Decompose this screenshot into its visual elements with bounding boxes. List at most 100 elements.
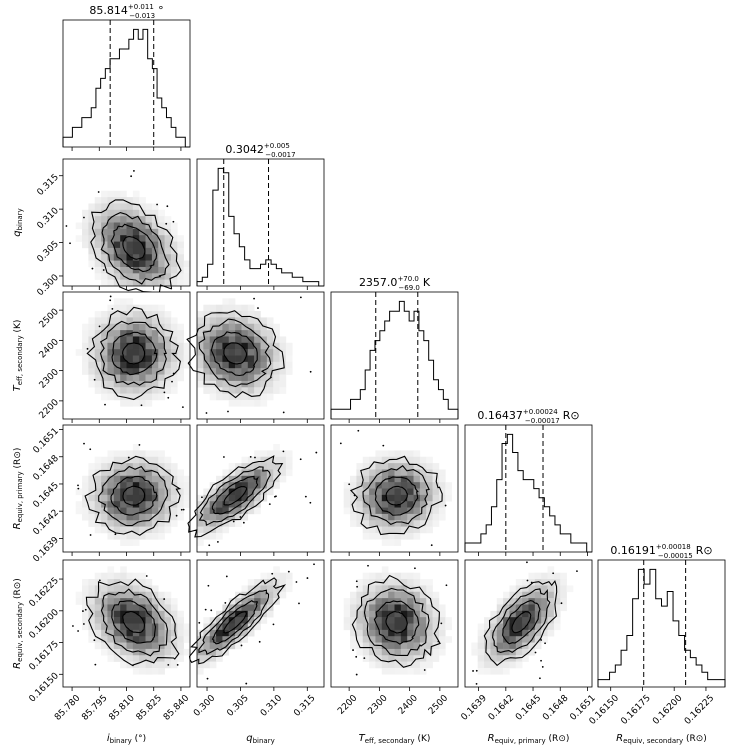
density-cell [170, 336, 178, 344]
density-cell [120, 279, 127, 287]
density-cell [222, 507, 230, 515]
density-cell [216, 311, 223, 318]
density-cell [279, 475, 287, 483]
density-cell [496, 629, 504, 637]
density-cell [254, 311, 261, 318]
density-cell [400, 629, 408, 637]
density-cell [235, 361, 242, 369]
density-cell [503, 617, 510, 624]
density-cell [509, 598, 517, 605]
density-cell [394, 482, 402, 489]
y-tick-label: 0.300 [36, 273, 61, 298]
density-cell [350, 636, 357, 643]
density-cell [400, 636, 408, 643]
density-cell [145, 494, 153, 502]
density-cell [534, 629, 542, 637]
density-cell [183, 494, 191, 502]
density-cell [413, 598, 421, 605]
density-cell [139, 655, 146, 662]
contour-level-4 [85, 578, 180, 666]
density-cell [350, 501, 357, 508]
y-tick-label: 0.1651 [32, 426, 61, 455]
density-cell [247, 330, 255, 337]
density-cell [170, 235, 178, 242]
sample-point [275, 495, 277, 498]
density-cell [534, 591, 542, 599]
density-cell [266, 317, 274, 325]
density-cell [113, 228, 121, 236]
density-cell [266, 456, 274, 464]
density-cell [145, 513, 153, 521]
density-cell [247, 323, 255, 331]
density-cell [394, 655, 402, 662]
x-label-q_binary: qbinary [246, 733, 275, 745]
density-cell [419, 501, 427, 508]
density-cell [113, 387, 121, 394]
density-cell [88, 254, 96, 261]
density-cell [426, 463, 433, 470]
density-cell [369, 610, 376, 618]
density-cell [490, 648, 498, 656]
density-cell [388, 507, 395, 515]
density-cell [426, 661, 433, 669]
density-cell [388, 532, 395, 540]
density-cell [113, 355, 121, 363]
density-cell [400, 450, 408, 458]
x-axis-i_binary [71, 286, 182, 290]
contour-level-2 [210, 331, 258, 377]
density-cell [107, 342, 115, 350]
density-cell [126, 203, 134, 211]
density-cell [132, 374, 140, 382]
density-cell [432, 623, 440, 631]
density-cell [216, 393, 223, 401]
density-cell [388, 513, 395, 521]
density-cell [547, 604, 555, 612]
density-cell [164, 260, 172, 268]
density-cell [158, 629, 165, 637]
density-cell [145, 273, 153, 280]
density-cell [343, 482, 351, 489]
density-cell [82, 209, 89, 217]
density-cell [177, 355, 184, 363]
density-cell [522, 598, 529, 605]
density-cell [515, 585, 523, 593]
density-cell [94, 475, 102, 483]
density-cell [82, 591, 89, 599]
density-cell [247, 623, 255, 631]
panel-frame [330, 424, 459, 553]
density-cell [164, 368, 172, 375]
density-cell [107, 380, 115, 388]
density-cell [381, 655, 389, 662]
hist-frame [464, 424, 593, 553]
y-label-q_binary: qbinary [12, 208, 24, 237]
density-cell [228, 330, 236, 337]
density-cell [94, 209, 102, 217]
density-cell [438, 610, 446, 618]
density-cell [132, 190, 140, 198]
density-cell [241, 617, 249, 624]
density-cell [120, 247, 127, 255]
density-cell [356, 520, 364, 527]
density-cell [151, 661, 159, 669]
density-cell [432, 469, 440, 477]
density-cell [107, 572, 115, 580]
density-cell [247, 475, 255, 483]
density-cell [209, 629, 217, 637]
density-cell [164, 648, 172, 656]
density-cell [273, 387, 280, 394]
density-cell [94, 513, 102, 521]
density-cell [266, 393, 274, 401]
sample-point [271, 572, 274, 575]
density-cell [254, 469, 261, 477]
density-cell [120, 374, 127, 382]
density-cell [413, 507, 421, 515]
density-cell [560, 598, 567, 605]
density-cell [151, 393, 159, 401]
sample-point [86, 347, 89, 350]
sample-point [181, 406, 184, 409]
density-cell [177, 488, 184, 496]
density-cell [101, 311, 108, 318]
sample-point [175, 514, 178, 517]
density-cell [209, 648, 217, 656]
